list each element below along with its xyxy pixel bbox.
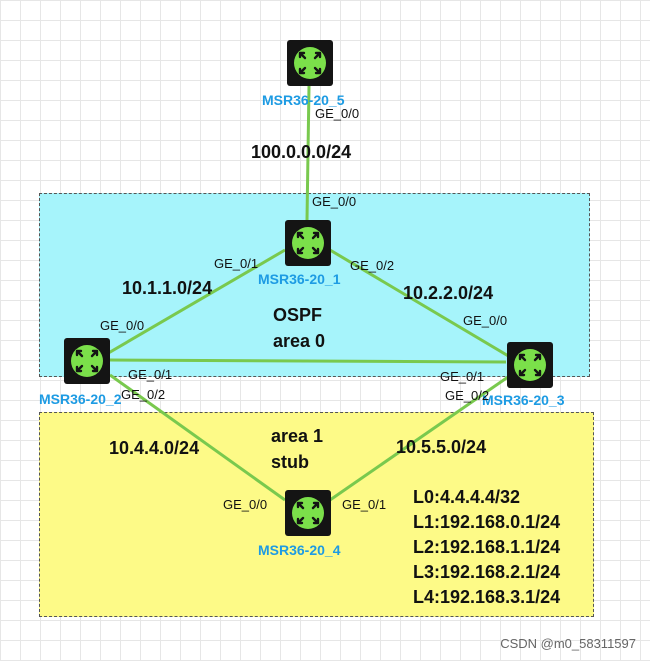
loopback-item: L4:192.168.3.1/24 — [413, 587, 561, 607]
loopback-item: L1:192.168.0.1/24 — [413, 512, 561, 532]
link-r1-r3 — [329, 248, 511, 359]
network-label-100-0-0-0: 100.0.0.0/24 — [251, 142, 352, 162]
link-r1-r2 — [104, 248, 286, 357]
router-name-msr36-20-5: MSR36-20_5 — [262, 92, 345, 108]
port-label-r4-ge01: GE_0/1 — [342, 497, 387, 512]
area0-title-line2: area 0 — [273, 331, 326, 351]
port-label-r2-ge02: GE_0/2 — [121, 387, 166, 402]
router-msr36-20-4-icon[interactable] — [285, 490, 331, 536]
area0-title-line1: OSPF — [273, 305, 323, 325]
link-r5-r1 — [305, 85, 311, 221]
loopback-list: L0:4.4.4.4/32 L1:192.168.0.1/24 L2:192.1… — [413, 485, 560, 610]
port-label-r1-ge01: GE_0/1 — [214, 256, 259, 271]
area1-title-line2: stub — [271, 452, 309, 472]
network-label-10-1-1-0: 10.1.1.0/24 — [122, 278, 213, 298]
port-label-r2-ge01: GE_0/1 — [128, 367, 173, 382]
link-r2-r3 — [109, 358, 507, 364]
router-name-msr36-20-4: MSR36-20_4 — [258, 542, 341, 558]
loopback-item: L0:4.4.4.4/32 — [413, 487, 521, 507]
router-name-msr36-20-2: MSR36-20_2 — [39, 391, 122, 407]
loopback-item: L2:192.168.1.1/24 — [413, 537, 561, 557]
router-msr36-20-2-icon[interactable] — [64, 338, 110, 384]
network-label-10-4-4-0: 10.4.4.0/24 — [109, 438, 200, 458]
router-msr36-20-3-icon[interactable] — [507, 342, 553, 388]
port-label-r4-ge00: GE_0/0 — [223, 497, 268, 512]
area0-title: OSPF area 0 — [273, 302, 325, 354]
port-label-r1-ge00: GE_0/0 — [312, 194, 357, 209]
network-label-10-5-5-0: 10.5.5.0/24 — [396, 437, 487, 457]
router-msr36-20-5-icon[interactable] — [287, 40, 333, 86]
loopback-item: L3:192.168.2.1/24 — [413, 562, 561, 582]
network-label-10-2-2-0: 10.2.2.0/24 — [403, 283, 494, 303]
port-label-r3-ge02: GE_0/2 — [445, 388, 490, 403]
router-name-msr36-20-1: MSR36-20_1 — [258, 271, 341, 287]
port-label-r5-ge00: GE_0/0 — [315, 106, 360, 121]
link-r3-r4 — [329, 375, 509, 502]
port-label-r1-ge02: GE_0/2 — [350, 258, 395, 273]
link-r2-r4 — [109, 373, 286, 502]
router-msr36-20-1-icon[interactable] — [285, 220, 331, 266]
port-label-r2-ge00: GE_0/0 — [100, 318, 145, 333]
area1-title-line1: area 1 — [271, 426, 324, 446]
port-label-r3-ge01: GE_0/1 — [440, 369, 485, 384]
port-label-r3-ge00: GE_0/0 — [463, 313, 508, 328]
router-name-msr36-20-3: MSR36-20_3 — [482, 392, 565, 408]
area1-title: area 1 stub — [271, 423, 323, 475]
watermark: CSDN @m0_58311597 — [500, 636, 636, 651]
